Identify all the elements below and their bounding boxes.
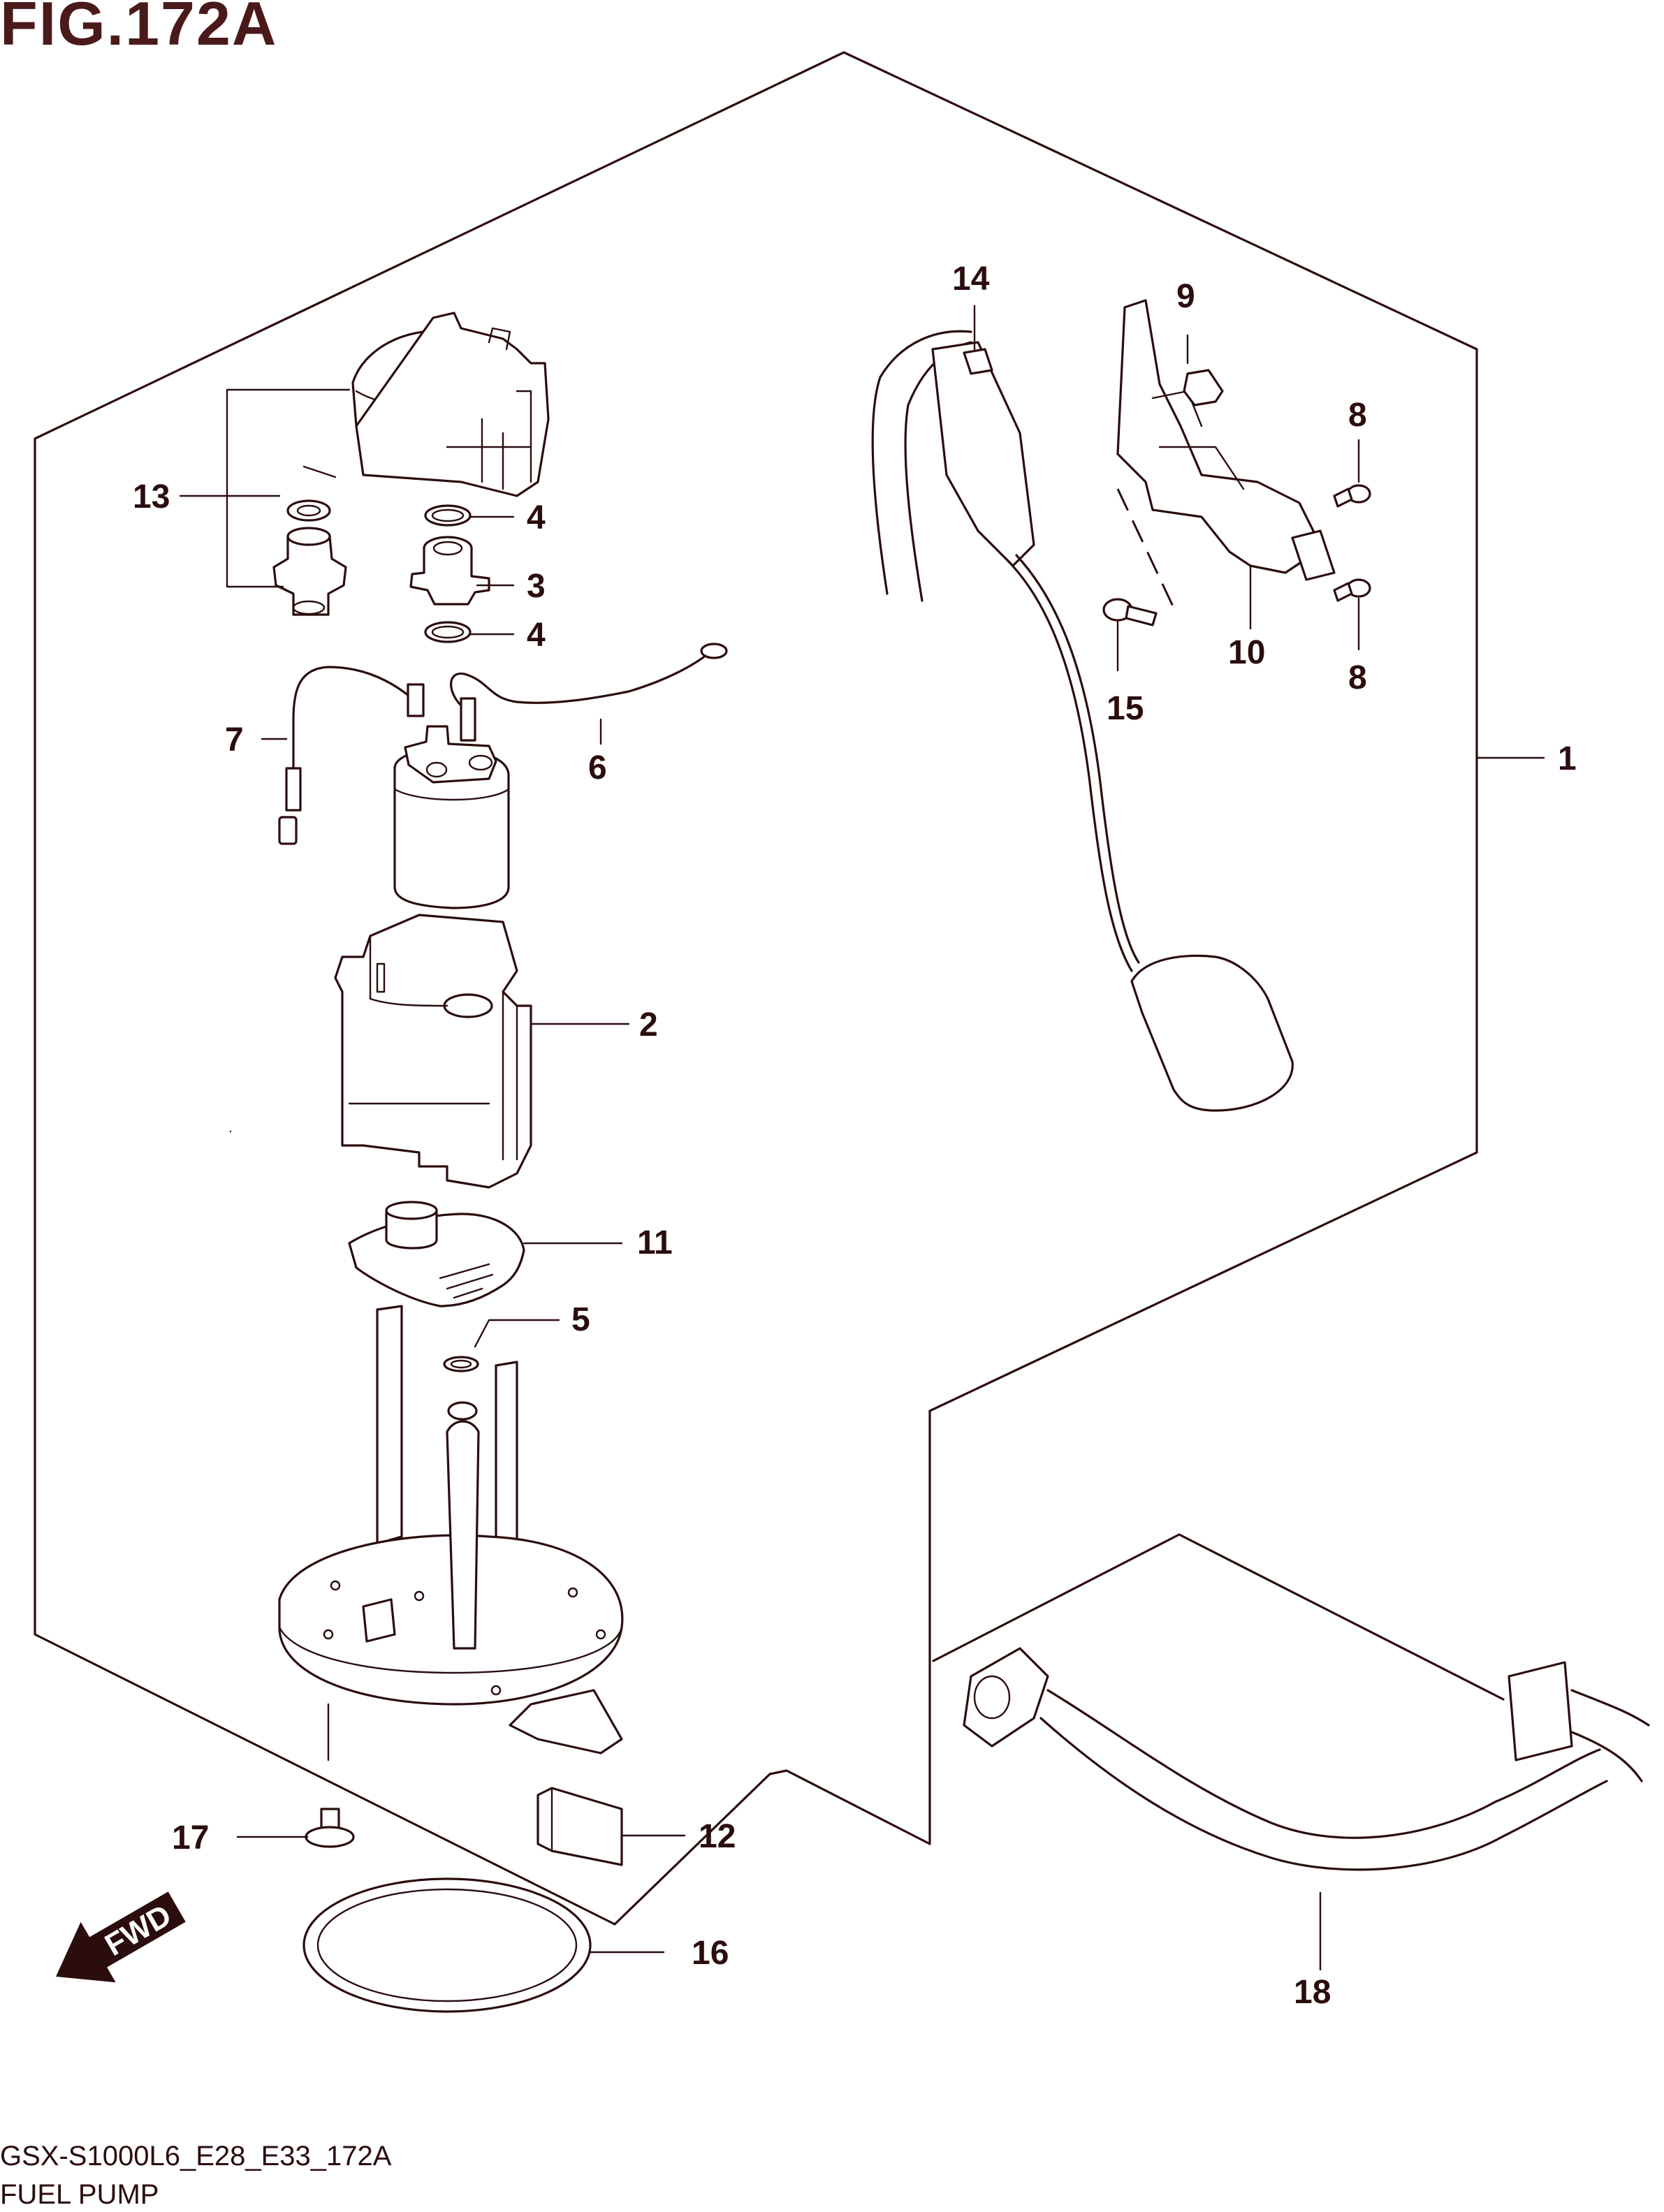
- cushion-pad: [537, 1787, 623, 1866]
- fuel-outlet-fitting: [272, 499, 347, 616]
- suction-filter: [348, 1201, 525, 1308]
- sender-bracket: [1116, 299, 1336, 608]
- callout-6: 6: [588, 749, 607, 786]
- fuel-pump-motor: [393, 725, 510, 909]
- assembly-boundary: [34, 51, 1478, 1926]
- callout-17: 17: [172, 1819, 209, 1856]
- callout-4-lower: 4: [527, 617, 546, 654]
- o-ring-5: [443, 1356, 479, 1372]
- fwd-arrow-icon: [56, 1891, 186, 1983]
- power-wire: [278, 666, 425, 845]
- screw-17: [305, 1808, 355, 1848]
- bolt-8-lower: [1333, 578, 1371, 602]
- figure-code: GSX-S1000L6_E28_E33_172A: [0, 2141, 392, 2171]
- callout-13: 13: [133, 478, 170, 515]
- callout-9: 9: [1176, 278, 1195, 315]
- figure-name: FUEL PUMP: [0, 2179, 159, 2210]
- callout-18: 18: [1294, 1974, 1331, 2011]
- callout-14: 14: [952, 261, 990, 298]
- callout-16: 16: [692, 1935, 729, 1972]
- bolt-8-upper: [1333, 484, 1371, 508]
- callout-7: 7: [225, 722, 244, 759]
- callout-8-upper: 8: [1348, 397, 1367, 434]
- bolt-15: [1102, 598, 1158, 627]
- ground-wire: [450, 643, 728, 742]
- pressure-regulator: [409, 536, 490, 606]
- o-ring-lower: [424, 621, 472, 643]
- callout-15: 15: [1107, 690, 1144, 727]
- fuel-level-gauge: [871, 330, 1294, 1112]
- callout-8-lower: 8: [1348, 659, 1367, 696]
- hose-group-boundary: [932, 1533, 1505, 1701]
- callout-5: 5: [571, 1301, 590, 1338]
- dashed-link-13: [302, 465, 337, 478]
- callout-numbers: 1 2 3 4 4 5 6 7 8 8 9 10 11 12 13 14 15 …: [133, 261, 1577, 2011]
- leader-lines: [179, 305, 1545, 1971]
- callout-4-upper: 4: [527, 499, 546, 536]
- fwd-label: FWD: [99, 1898, 177, 1963]
- fuel-hose: [963, 1647, 1650, 1871]
- callout-3: 3: [527, 568, 546, 605]
- o-ring-upper: [424, 504, 472, 527]
- fwd-arrow: FWD: [56, 1891, 186, 1983]
- callout-2: 2: [639, 1006, 658, 1043]
- callout-12: 12: [699, 1818, 736, 1855]
- callout-11: 11: [637, 1224, 673, 1261]
- callout-10: 10: [1228, 634, 1265, 671]
- pump-flange: [278, 1305, 624, 1755]
- pump-case: [334, 914, 532, 1189]
- callout-1: 1: [1558, 740, 1577, 777]
- regulator-holder-part: [351, 312, 550, 497]
- gasket-16: [302, 1877, 592, 2013]
- clip-9: [1183, 369, 1224, 406]
- figure-title: FIG.172A: [0, 0, 277, 58]
